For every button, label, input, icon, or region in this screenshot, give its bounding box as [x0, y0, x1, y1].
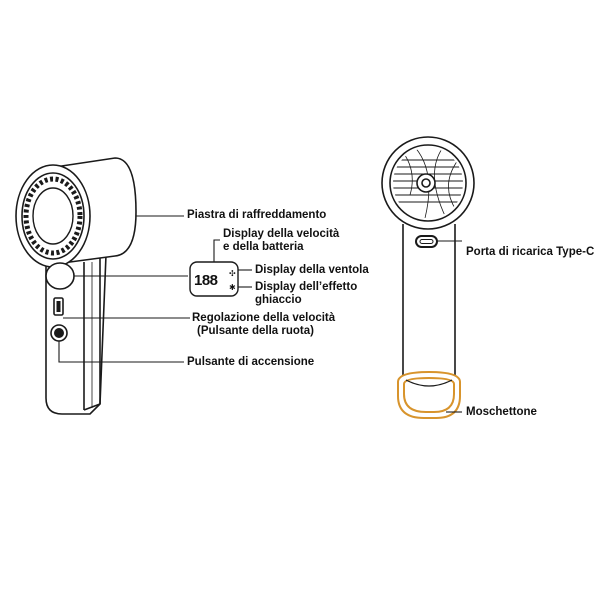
cooling-plate: [32, 187, 74, 245]
type-c-port: [415, 235, 438, 248]
display-digits: 188: [194, 272, 218, 289]
label-charging-port: Porta di ricarica Type-C: [466, 246, 595, 258]
label-power-button: Pulsante di accensione: [187, 356, 315, 368]
fan-back-view: [381, 136, 475, 403]
back-hub: [416, 173, 436, 193]
label-speed-battery-display-1: Display della velocità: [223, 228, 340, 240]
carabiner-inner: [403, 376, 455, 413]
type-c-port-inner: [419, 239, 434, 244]
fan-side-view: [15, 157, 137, 415]
leader-lines-right: [437, 240, 462, 413]
back-hub-inner: [421, 178, 431, 188]
carabiner-shape: [397, 370, 461, 419]
back-grille-outer: [389, 144, 467, 222]
display-closeup: 188 ✣ ✱: [189, 261, 239, 297]
label-fan-display: Display della ventola: [255, 264, 369, 276]
label-carabiner: Moschettone: [466, 406, 537, 418]
label-speed-control-2: (Pulsante della ruota): [197, 325, 314, 337]
display-window: [45, 262, 75, 290]
leader-lines-left: [58, 215, 252, 363]
handle-body: [45, 254, 107, 415]
label-speed-control-1: Regolazione della velocità: [192, 312, 336, 324]
label-ice-display-2: ghiaccio: [255, 294, 302, 306]
leader-power-button: [58, 341, 184, 363]
snowflake-icon: ✱: [229, 283, 236, 292]
carabiner-clip: [405, 379, 453, 387]
label-ice-display-1: Display dell’effetto: [255, 281, 358, 293]
speed-wheel-inner: [56, 301, 61, 312]
label-speed-battery-display-2: e della batteria: [223, 241, 304, 253]
front-ring: [21, 172, 85, 260]
power-button-inner: [54, 328, 64, 338]
display-closeup-frame: [189, 261, 239, 297]
label-cooling-plate: Piastra di raffreddamento: [187, 209, 327, 221]
fan-icon: ✣: [229, 269, 236, 278]
leader-speed-battery: [213, 239, 220, 262]
vent-ring: [23, 176, 83, 256]
